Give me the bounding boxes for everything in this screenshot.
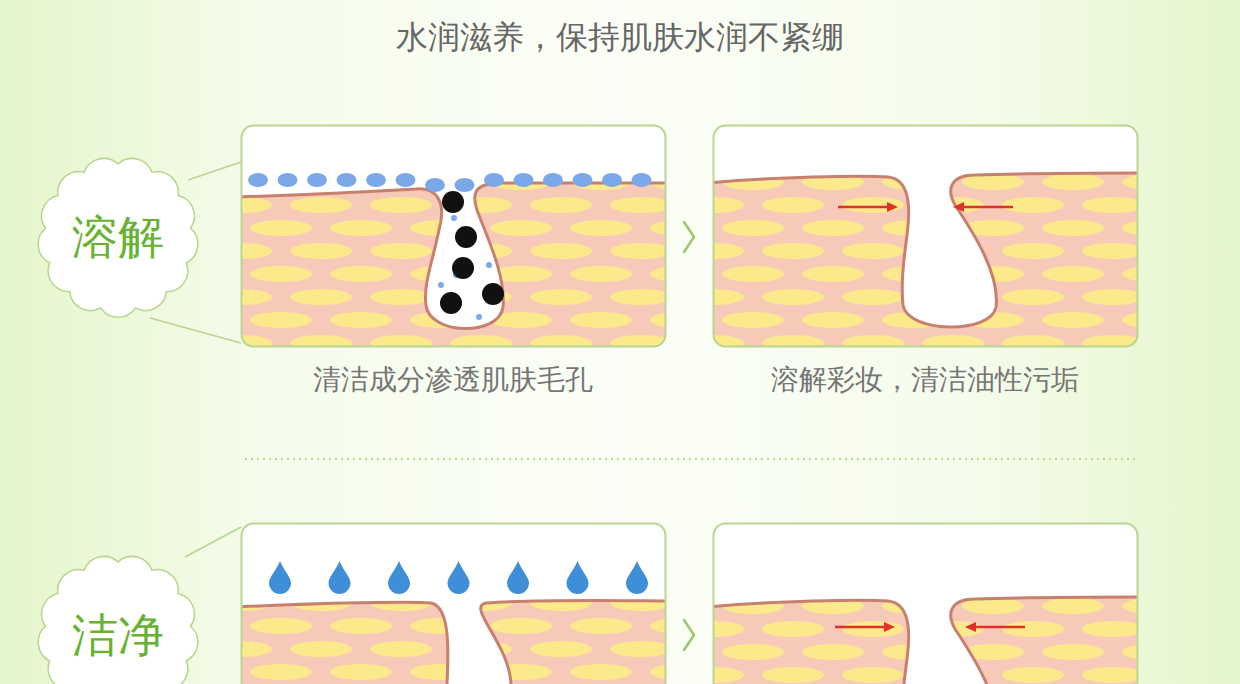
page-title: 水润滋养，保持肌肤水润不紧绷 — [0, 15, 1240, 59]
skin-layer — [713, 597, 1138, 684]
cleanser-dot — [543, 173, 563, 187]
badge-label: 洁净 — [72, 608, 164, 662]
cloud-shape — [38, 158, 198, 317]
arrow-shaft — [973, 626, 1025, 629]
cloud-badge: 溶解 — [35, 154, 201, 320]
badge-text-group: 溶解 — [72, 210, 164, 264]
cleanser-dot — [278, 173, 298, 187]
dirt-particle — [482, 283, 504, 305]
skin-panel — [236, 523, 671, 684]
panel-border — [242, 524, 666, 684]
dirt-particle — [442, 191, 464, 213]
skin-layer — [713, 173, 1138, 347]
cleanser-dot — [438, 282, 444, 288]
leader-line — [150, 318, 241, 343]
cleanser-dot — [602, 173, 622, 187]
cleanser-dot — [573, 173, 593, 187]
cleanser-dot — [248, 173, 268, 187]
cleanser-dot — [632, 173, 652, 187]
cleanser-dot — [451, 215, 457, 221]
arrow-head — [884, 622, 895, 632]
dirt-particle — [455, 226, 477, 248]
chevron — [684, 620, 694, 650]
water-drop — [448, 561, 470, 594]
water-drop — [329, 561, 351, 594]
panel-border — [242, 126, 666, 347]
skin-layer — [241, 183, 666, 347]
badge-label: 溶解 — [72, 210, 164, 264]
cloud-shape — [38, 556, 198, 684]
skin-panel — [236, 125, 671, 365]
arrow-shaft — [961, 206, 1013, 209]
arrow-shaft — [835, 626, 887, 629]
panel-content — [241, 125, 666, 347]
cleanser-dot — [366, 173, 386, 187]
cleanser-dot — [307, 173, 327, 187]
cleanser-dot — [514, 173, 534, 187]
panel-caption: 溶解彩妆，清洁油性污垢 — [771, 362, 1079, 398]
dirt-particle — [452, 257, 474, 279]
skin-panel — [708, 523, 1143, 684]
cleanser-dot — [455, 178, 475, 192]
panel-content — [713, 523, 1138, 684]
leader-line — [185, 527, 241, 557]
chevron — [684, 222, 694, 252]
water-drop — [626, 561, 648, 594]
dirt-particle — [440, 292, 462, 314]
water-drop — [269, 561, 291, 594]
cleanser-dot — [486, 262, 492, 268]
water-drop — [567, 561, 589, 594]
panel-content — [713, 125, 1138, 347]
panel-content — [241, 523, 666, 684]
arrow-head — [953, 202, 964, 212]
panel-border — [714, 126, 1138, 347]
panel-border — [714, 524, 1138, 684]
cleanser-dot — [337, 173, 357, 187]
cleanser-dot — [476, 314, 482, 320]
skin-panel — [708, 125, 1143, 365]
arrow-head — [965, 622, 976, 632]
water-drop — [388, 561, 410, 594]
leader-line — [188, 162, 241, 180]
skin-layer — [241, 601, 666, 684]
water-drop — [507, 561, 529, 594]
cleanser-dot — [484, 173, 504, 187]
panel-caption: 清洁成分渗透肌肤毛孔 — [313, 362, 593, 398]
badge-text-group: 洁净 — [72, 608, 164, 662]
chevrons — [684, 222, 694, 650]
cleanser-dot — [425, 178, 445, 192]
cloud-badge: 洁净 — [35, 552, 201, 684]
dotted-separator — [245, 458, 1138, 460]
cleanser-dot — [396, 173, 416, 187]
arrow-shaft — [838, 206, 890, 209]
arrow-head — [887, 202, 898, 212]
